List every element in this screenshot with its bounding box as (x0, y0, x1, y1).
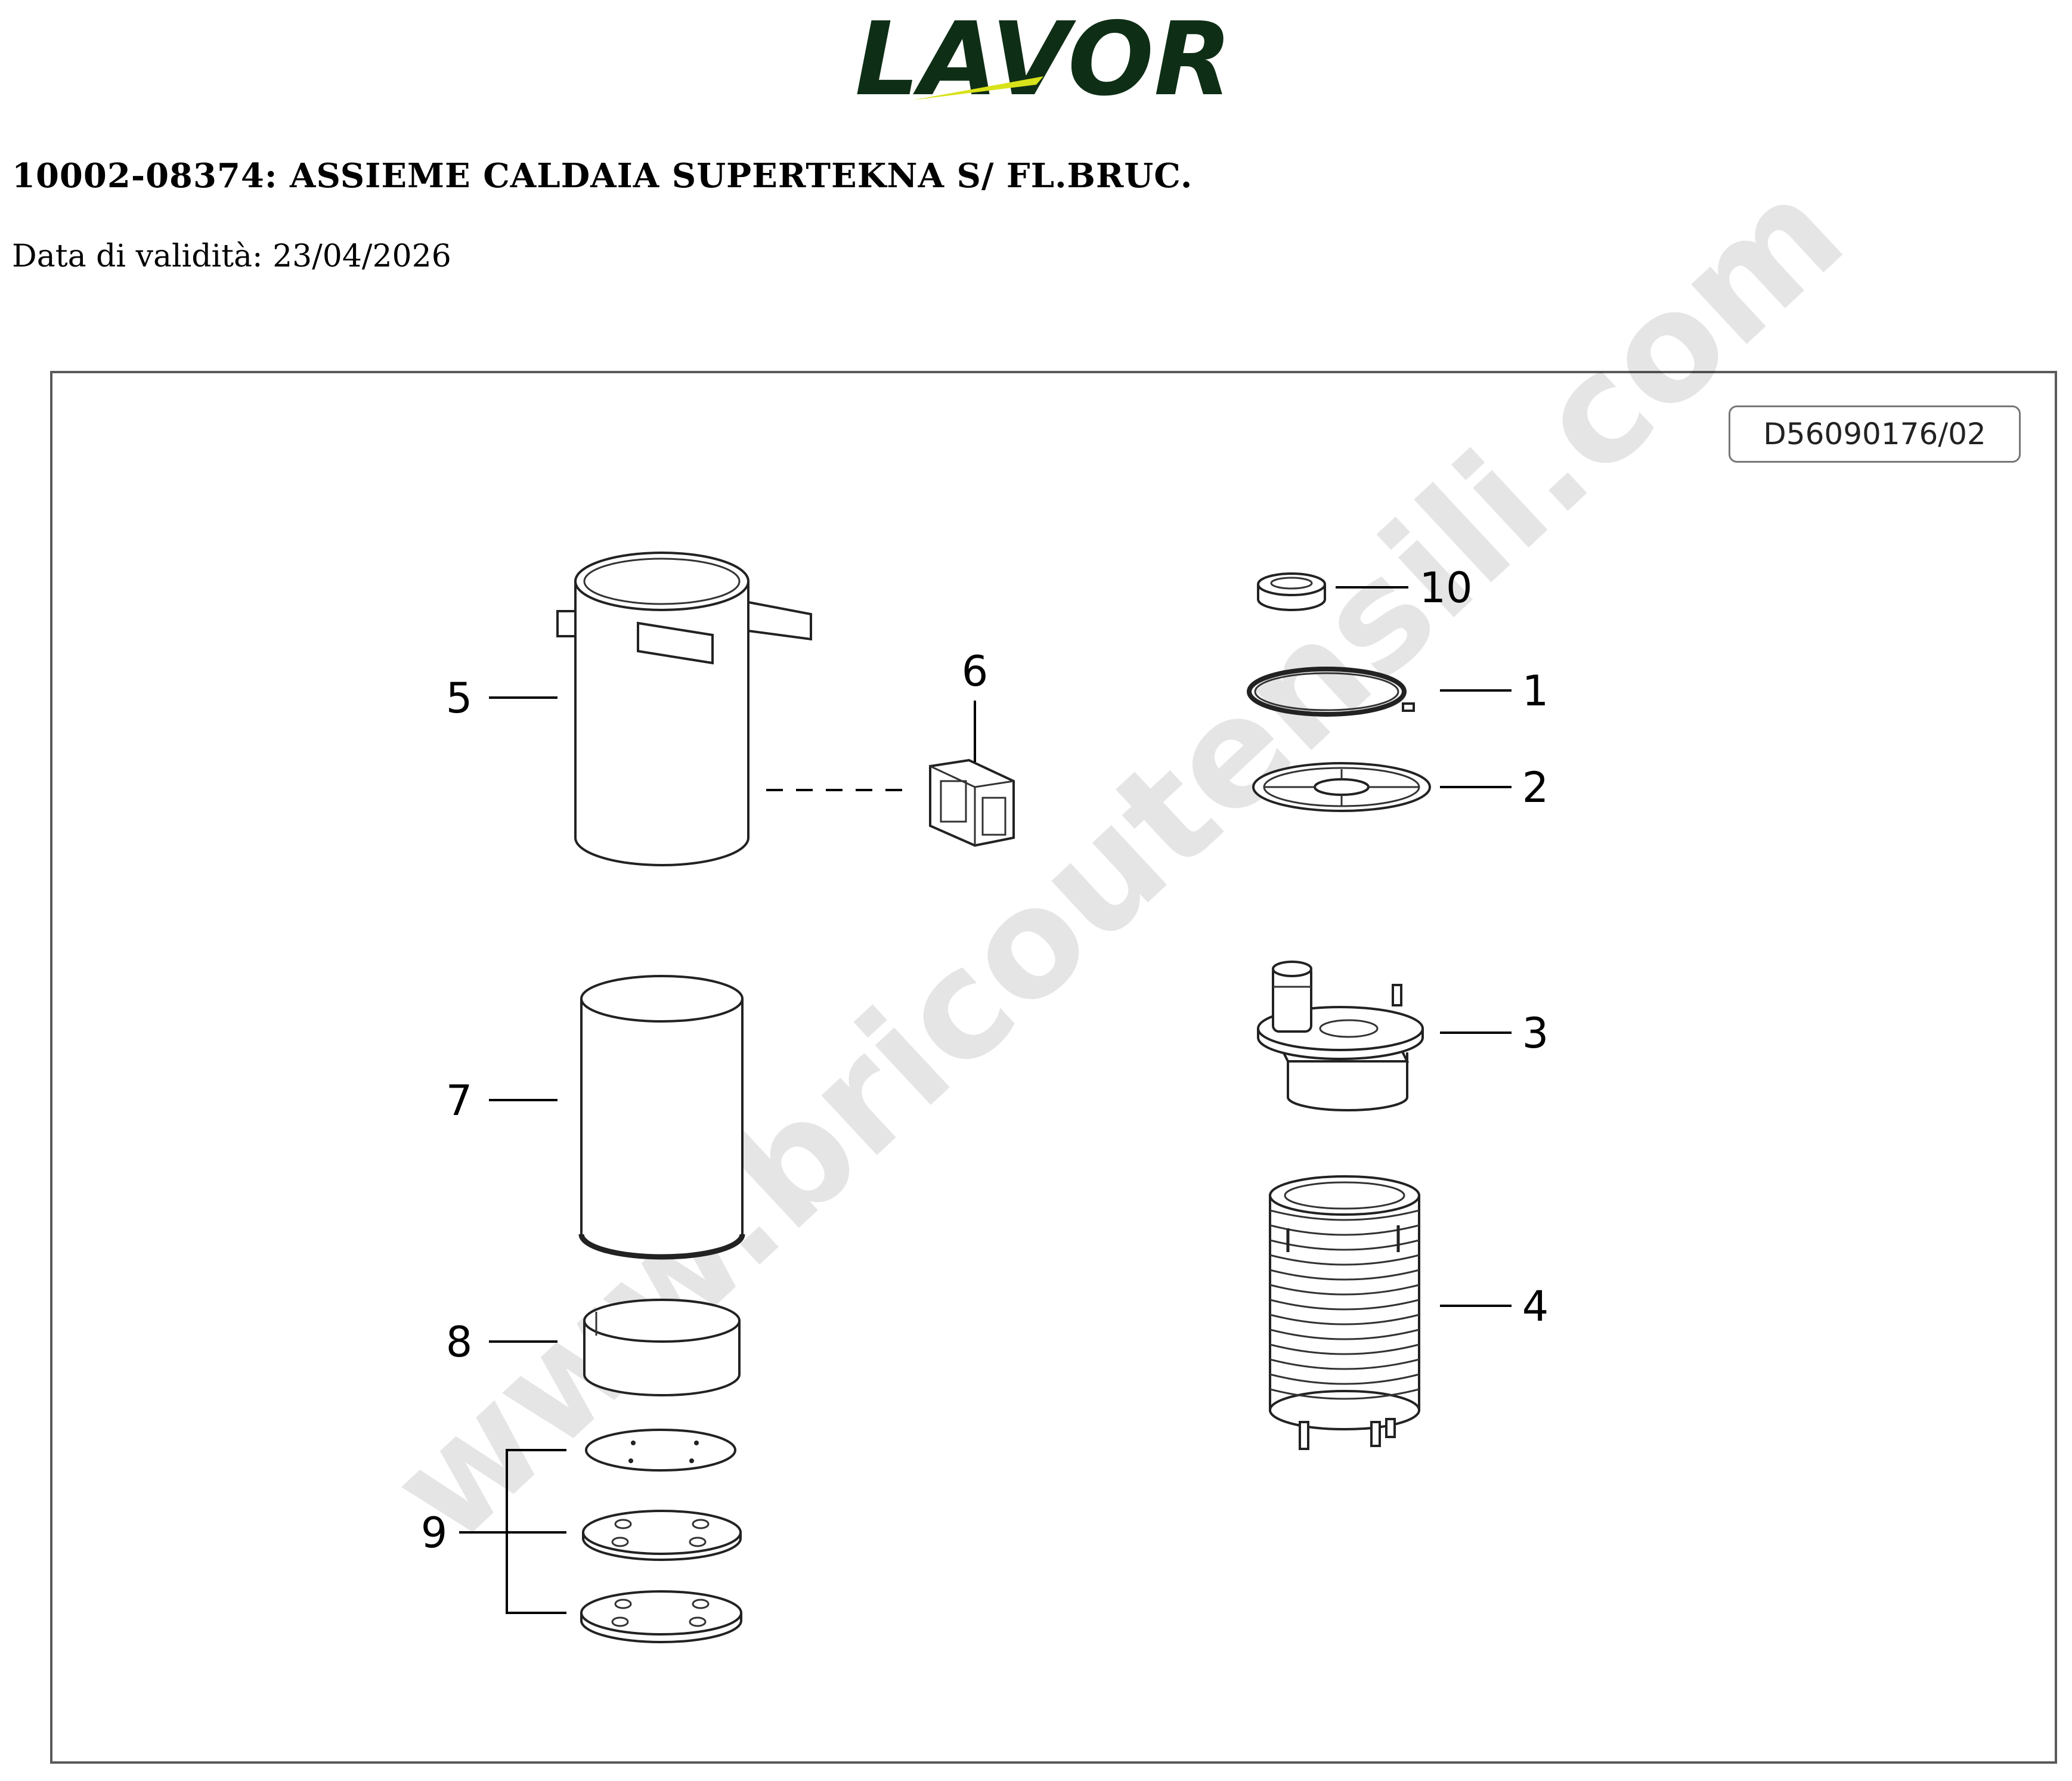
callout-4: 4 (1522, 1282, 1549, 1331)
outer-casing (556, 552, 812, 866)
callout-3: 3 (1522, 1009, 1549, 1058)
lavor-logo: LAVOR (855, 11, 1232, 106)
burner-flange (1257, 961, 1424, 1111)
drawing-code: D56090176/02 (1729, 405, 2021, 463)
callout-8: 8 (446, 1318, 473, 1367)
base-plates (580, 1429, 742, 1643)
document-title: 10002-08374: ASSIEME CALDAIA SUPERTEKNA … (12, 156, 1193, 196)
logo-wordmark: LAVOR (855, 11, 1232, 106)
callout-10: 10 (1419, 563, 1472, 612)
callout-1: 1 (1522, 667, 1549, 716)
drawing-frame (50, 371, 2057, 1764)
logo-swoosh (912, 76, 1043, 100)
sealing-ring (1247, 667, 1415, 717)
inner-cylinder (578, 975, 745, 1260)
cap (1257, 572, 1326, 611)
callout-2: 2 (1522, 763, 1549, 812)
callout-6: 6 (962, 647, 989, 696)
callout-5: 5 (446, 674, 473, 723)
bracket (929, 758, 1015, 847)
callout-9: 9 (421, 1509, 448, 1557)
callout-7: 7 (446, 1076, 473, 1125)
heating-coil (1269, 1175, 1420, 1450)
ring-band (583, 1299, 741, 1396)
flame-disc (1252, 762, 1431, 812)
validity-date: Data di validità: 23/04/2026 (12, 239, 451, 274)
